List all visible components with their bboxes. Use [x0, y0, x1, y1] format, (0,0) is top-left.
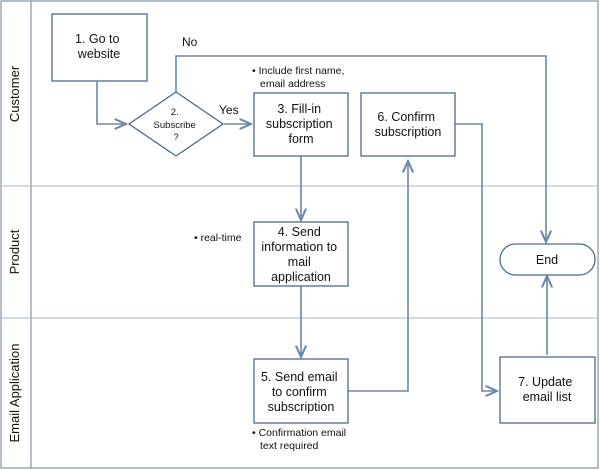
- node-fill-in-form-line-3: form: [289, 132, 314, 146]
- node-subscribe-line-2: Subscribe: [154, 120, 196, 131]
- note-fill-in-form: • Include first name, email address: [252, 65, 347, 90]
- svg-text:7. Update email list: 7. Update email list: [518, 375, 576, 404]
- node-send-email-line-3: subscription: [268, 400, 335, 414]
- edge-website-to-subscribe: [96, 82, 126, 124]
- svg-text:6. Confirm subscription: 6. Confirm subscription: [375, 110, 442, 139]
- edge-label-no: No: [182, 35, 198, 49]
- lane-title-customer: Customer: [7, 65, 22, 122]
- node-send-information: 4. Send information to mail application: [253, 221, 349, 287]
- node-subscribe-line-3: ?: [173, 132, 178, 143]
- edge-send-email-to-confirm: [348, 161, 408, 392]
- svg-text:5. Send email to confirm: 5. Send email to confirm subscription: [261, 370, 341, 414]
- note-send-info-line-1: • real-time: [194, 232, 242, 244]
- node-send-info-line-3: mail: [288, 255, 311, 269]
- note-send-info: • real-time: [194, 232, 242, 244]
- node-end: End: [499, 243, 596, 276]
- node-fill-in-form-line-2: subscription: [266, 117, 333, 131]
- node-update-list-line-1: 7. Update: [518, 375, 572, 389]
- lane-title-product: Product: [7, 229, 22, 274]
- edge-subscribe-no-to-end: [175, 55, 546, 242]
- node-go-to-website-line-2: website: [77, 47, 120, 61]
- svg-text:2. Subscribe ?: 2. Subscribe ?: [154, 107, 199, 143]
- node-go-to-website-line-1: 1. Go to: [75, 32, 120, 46]
- node-send-email: 5. Send email to confirm subscription: [253, 358, 349, 424]
- node-send-info-line-1: 4. Send: [278, 225, 321, 239]
- svg-text:3. Fill-in subscription: 3. Fill-in subscription form: [266, 102, 336, 146]
- note-send-email-line-2: text required: [260, 440, 319, 452]
- note-fill-in-form-line-2: email address: [260, 78, 325, 90]
- lane-title-email-application: Email Application: [7, 344, 22, 443]
- node-subscribe-line-1: 2.: [171, 107, 179, 118]
- node-send-info-line-4: application: [271, 270, 331, 284]
- node-subscribe-decision: 2. Subscribe ?: [127, 91, 225, 157]
- node-confirm-line-2: subscription: [375, 125, 442, 139]
- node-update-list-line-2: email list: [523, 390, 572, 404]
- edge-label-yes: Yes: [219, 103, 239, 117]
- svg-text:1. Go to website: 1. Go to website: [75, 32, 123, 61]
- note-send-email-line-1: • Confirmation email: [252, 427, 346, 439]
- note-send-email: • Confirmation email text required: [252, 427, 349, 452]
- svg-text:4. Send information to: 4. Send information to mail application: [261, 225, 340, 284]
- node-fill-in-form-line-1: 3. Fill-in: [277, 102, 321, 116]
- note-fill-in-form-line-1: • Include first name,: [252, 65, 344, 77]
- node-confirm-line-1: 6. Confirm: [377, 110, 435, 124]
- node-end-label: End: [536, 253, 558, 267]
- node-send-email-line-2: to confirm: [272, 385, 327, 399]
- node-fill-in-form: 3. Fill-in subscription form: [253, 92, 349, 157]
- node-send-email-line-1: 5. Send email: [261, 370, 337, 384]
- node-confirm-subscription: 6. Confirm subscription: [360, 92, 456, 157]
- edge-confirm-to-update-list: [455, 123, 497, 391]
- node-go-to-website: 1. Go to website: [51, 13, 148, 82]
- node-send-info-line-2: information to: [261, 240, 337, 254]
- node-update-email-list: 7. Update email list: [499, 356, 596, 424]
